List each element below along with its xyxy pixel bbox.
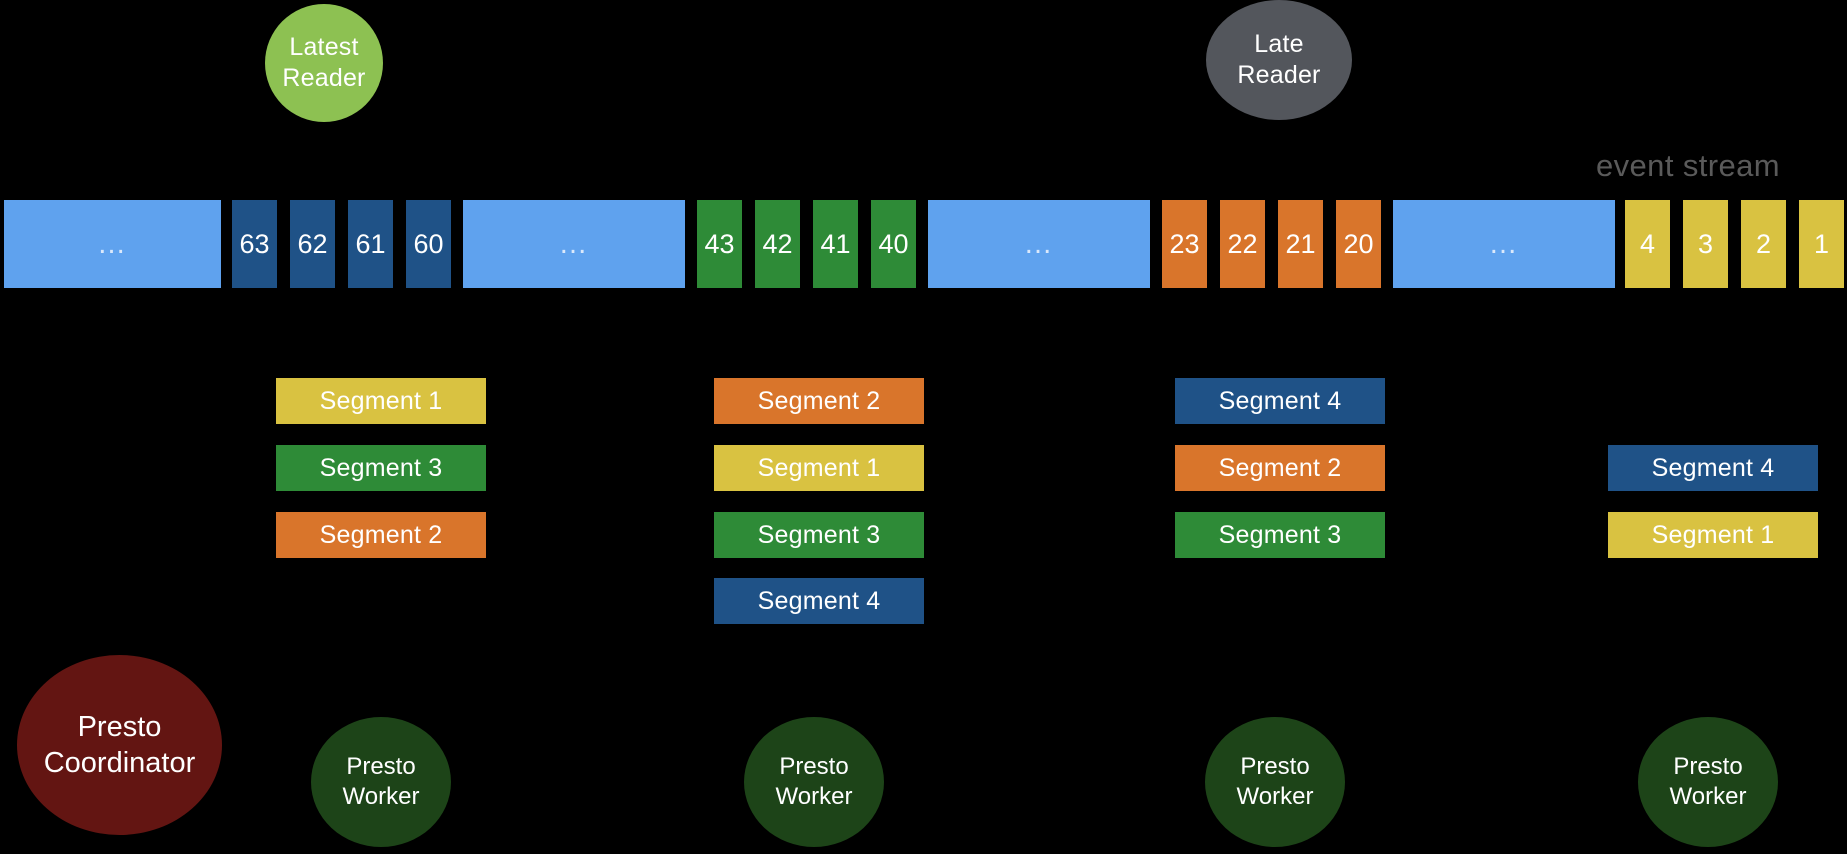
presto-worker-3-line: Presto [1240, 753, 1310, 780]
event-stream-filler: … [1393, 200, 1615, 288]
late-reader-line: Reader [1237, 61, 1321, 89]
segment-chip: Segment 3 [714, 512, 924, 558]
event-stream-filler: … [463, 200, 685, 288]
event-block-1: 1 [1799, 200, 1844, 288]
latest-reader-line: Latest [289, 32, 359, 61]
event-block-61: 61 [348, 200, 393, 288]
late-reader-line: Late [1254, 29, 1304, 58]
segment-chip: Segment 4 [714, 578, 924, 624]
presto-worker-2-line: Worker [775, 783, 853, 810]
event-block-20: 20 [1336, 200, 1381, 288]
event-block-62: 62 [290, 200, 335, 288]
segment-chip: Segment 4 [1608, 445, 1818, 491]
segment-chip: Segment 3 [1175, 512, 1385, 558]
presto-worker-4-line: Worker [1669, 783, 1747, 810]
segment-chip: Segment 1 [276, 378, 486, 424]
presto-worker-1-line: Worker [342, 783, 420, 810]
segment-chip: Segment 2 [276, 512, 486, 558]
latest-reader-line: Reader [282, 64, 366, 92]
event-block-42: 42 [755, 200, 800, 288]
event-block-3: 3 [1683, 200, 1728, 288]
presto-worker-2-line: Presto [779, 753, 849, 780]
event-block-22: 22 [1220, 200, 1265, 288]
presto-worker-4-line: Presto [1673, 753, 1743, 780]
segment-chip: Segment 4 [1175, 378, 1385, 424]
event-stream-label: event stream [1596, 148, 1780, 183]
event-block-43: 43 [697, 200, 742, 288]
segment-chip: Segment 2 [1175, 445, 1385, 491]
event-block-60: 60 [406, 200, 451, 288]
segment-chip: Segment 3 [276, 445, 486, 491]
event-stream-filler: … [928, 200, 1150, 288]
segment-chip: Segment 1 [1608, 512, 1818, 558]
event-block-41: 41 [813, 200, 858, 288]
presto-worker-3-line: Worker [1236, 783, 1314, 810]
event-stream-filler: … [4, 200, 221, 288]
event-block-2: 2 [1741, 200, 1786, 288]
event-block-63: 63 [232, 200, 277, 288]
event-block-23: 23 [1162, 200, 1207, 288]
segment-chip: Segment 1 [714, 445, 924, 491]
event-block-21: 21 [1278, 200, 1323, 288]
event-block-4: 4 [1625, 200, 1670, 288]
presto-coordinator-line: Presto [77, 710, 162, 743]
presto-worker-1-line: Presto [346, 753, 416, 780]
segment-chip: Segment 2 [714, 378, 924, 424]
event-block-40: 40 [871, 200, 916, 288]
presto-coordinator-line: Coordinator [43, 747, 196, 779]
